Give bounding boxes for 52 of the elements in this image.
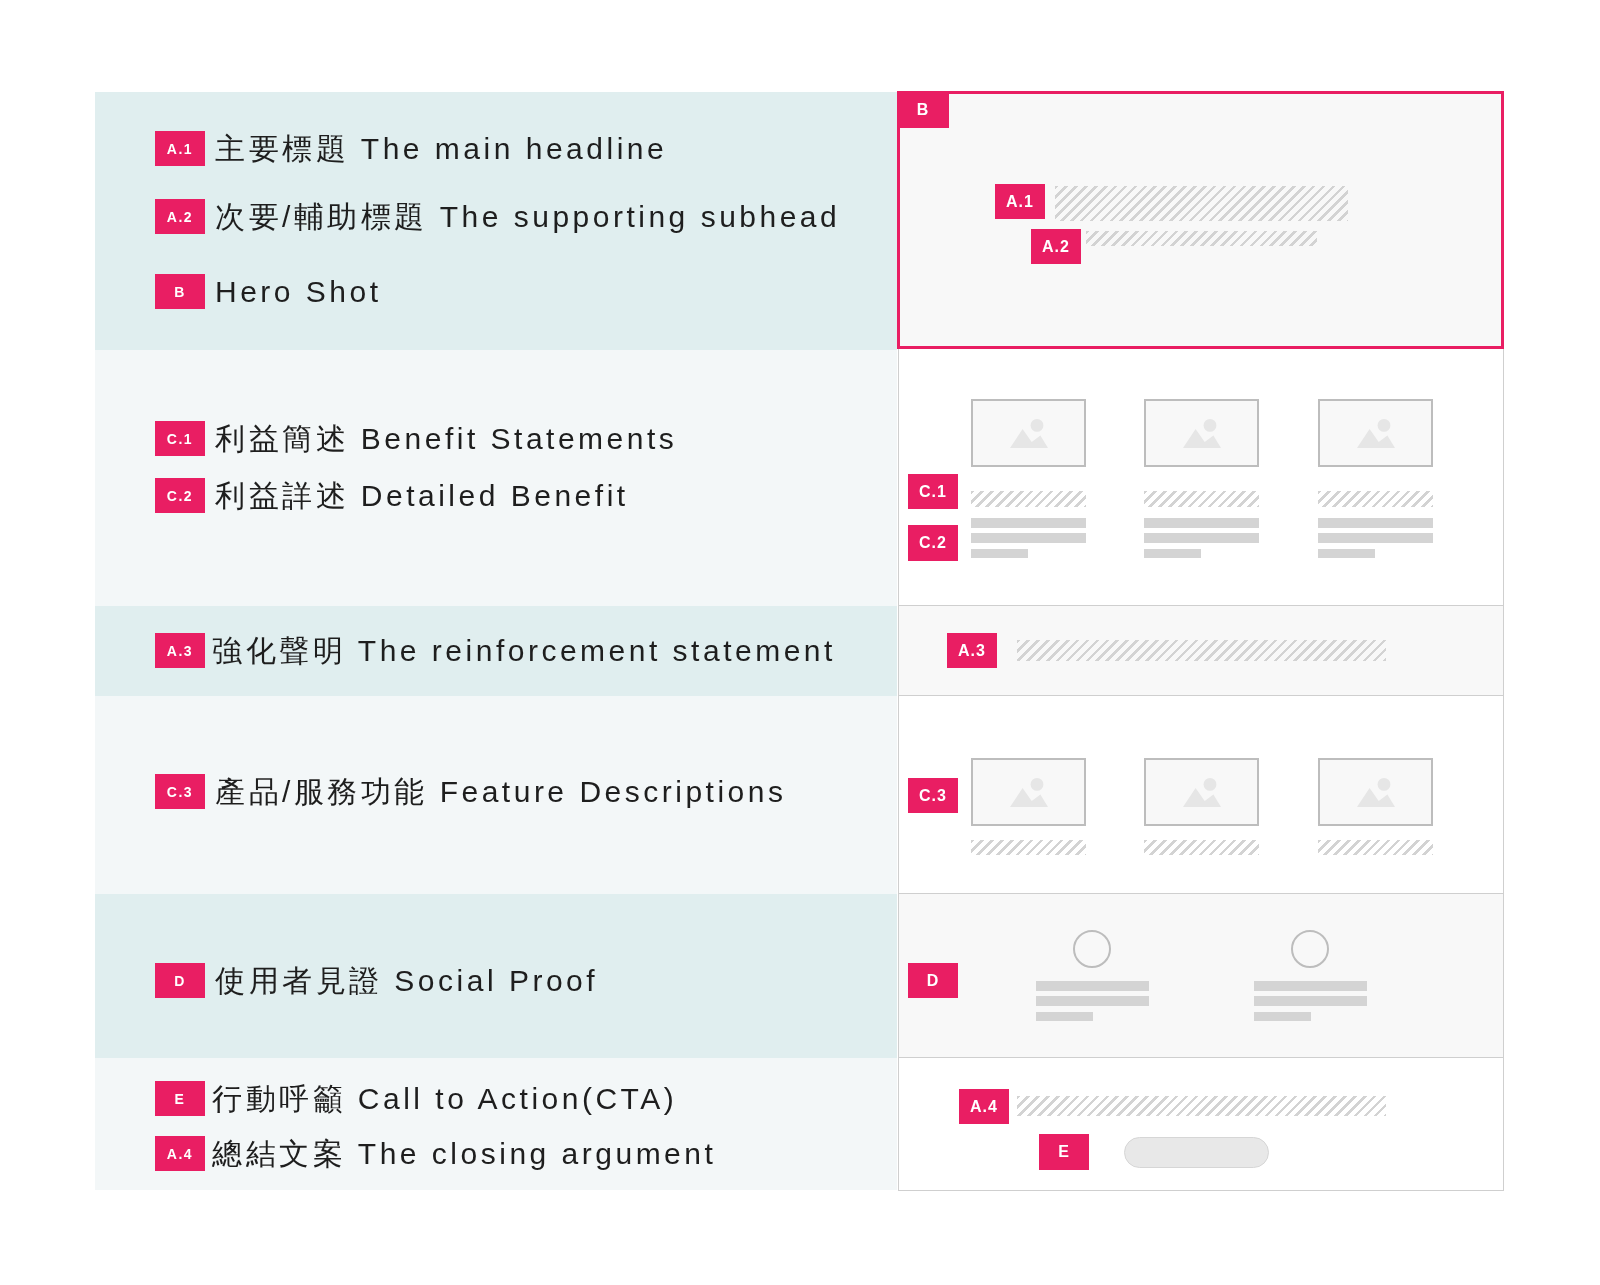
- section-label: Hero Shot: [215, 273, 382, 310]
- wireframe-section: [898, 605, 1504, 696]
- wireframe-section: [898, 348, 1504, 606]
- section-label: 主要標題 The main headline: [215, 130, 668, 167]
- section-tag: C.2: [155, 478, 205, 513]
- hatched-bar: [971, 840, 1086, 855]
- section-label: 行動呼籲 Call to Action(CTA): [212, 1080, 678, 1117]
- section-label: 利益詳述 Detailed Benefit: [215, 477, 629, 514]
- hatched-bar: [1144, 491, 1259, 507]
- section-tag: E: [155, 1081, 205, 1116]
- section-band: [95, 92, 897, 350]
- hatched-bar: [1318, 491, 1433, 507]
- section-label: 產品/服務功能 Feature Descriptions: [215, 773, 787, 810]
- hatched-bar: [1055, 186, 1348, 221]
- section-label: 總結文案 The closing argument: [212, 1135, 717, 1172]
- hatched-bar: [1086, 231, 1317, 246]
- wireframe-section: [898, 695, 1504, 894]
- section-tag: D: [155, 963, 205, 998]
- section-tag: A.1: [155, 131, 205, 166]
- hatched-bar: [971, 491, 1086, 507]
- section-label: 使用者見證 Social Proof: [215, 962, 599, 999]
- hatched-bar: [1144, 840, 1259, 855]
- hero-section: [897, 91, 1504, 349]
- section-tag: C.3: [908, 778, 958, 813]
- section-band: [95, 894, 897, 1058]
- section-tag: A.2: [155, 199, 205, 234]
- section-tag: B: [897, 91, 949, 128]
- wireframe-section: [898, 1057, 1504, 1191]
- section-tag: A.2: [1031, 229, 1081, 264]
- section-tag: B: [155, 274, 205, 309]
- section-tag: C.1: [908, 474, 958, 509]
- section-tag: A.4: [155, 1136, 205, 1171]
- section-label: 利益簡述 Benefit Statements: [215, 420, 678, 457]
- hatched-bar: [1318, 840, 1433, 855]
- section-tag: A.1: [995, 184, 1045, 219]
- section-band: [95, 350, 897, 606]
- section-tag: C.1: [155, 421, 205, 456]
- section-band: [95, 606, 897, 696]
- section-tag: C.2: [908, 525, 958, 561]
- wireframe-section: [898, 893, 1504, 1058]
- section-label: 強化聲明 The reinforcement statement: [212, 632, 836, 669]
- section-tag: A.4: [959, 1089, 1009, 1124]
- section-tag: C.3: [155, 774, 205, 809]
- section-tag: A.3: [155, 633, 205, 668]
- section-tag: D: [908, 963, 958, 998]
- section-band: [95, 1058, 897, 1190]
- hatched-bar: [1017, 640, 1386, 661]
- section-label: 次要/輔助標題 The supporting subhead: [215, 198, 841, 235]
- section-tag: E: [1039, 1134, 1089, 1170]
- section-tag: A.3: [947, 633, 997, 668]
- section-band: [95, 696, 897, 894]
- hatched-bar: [1017, 1096, 1386, 1116]
